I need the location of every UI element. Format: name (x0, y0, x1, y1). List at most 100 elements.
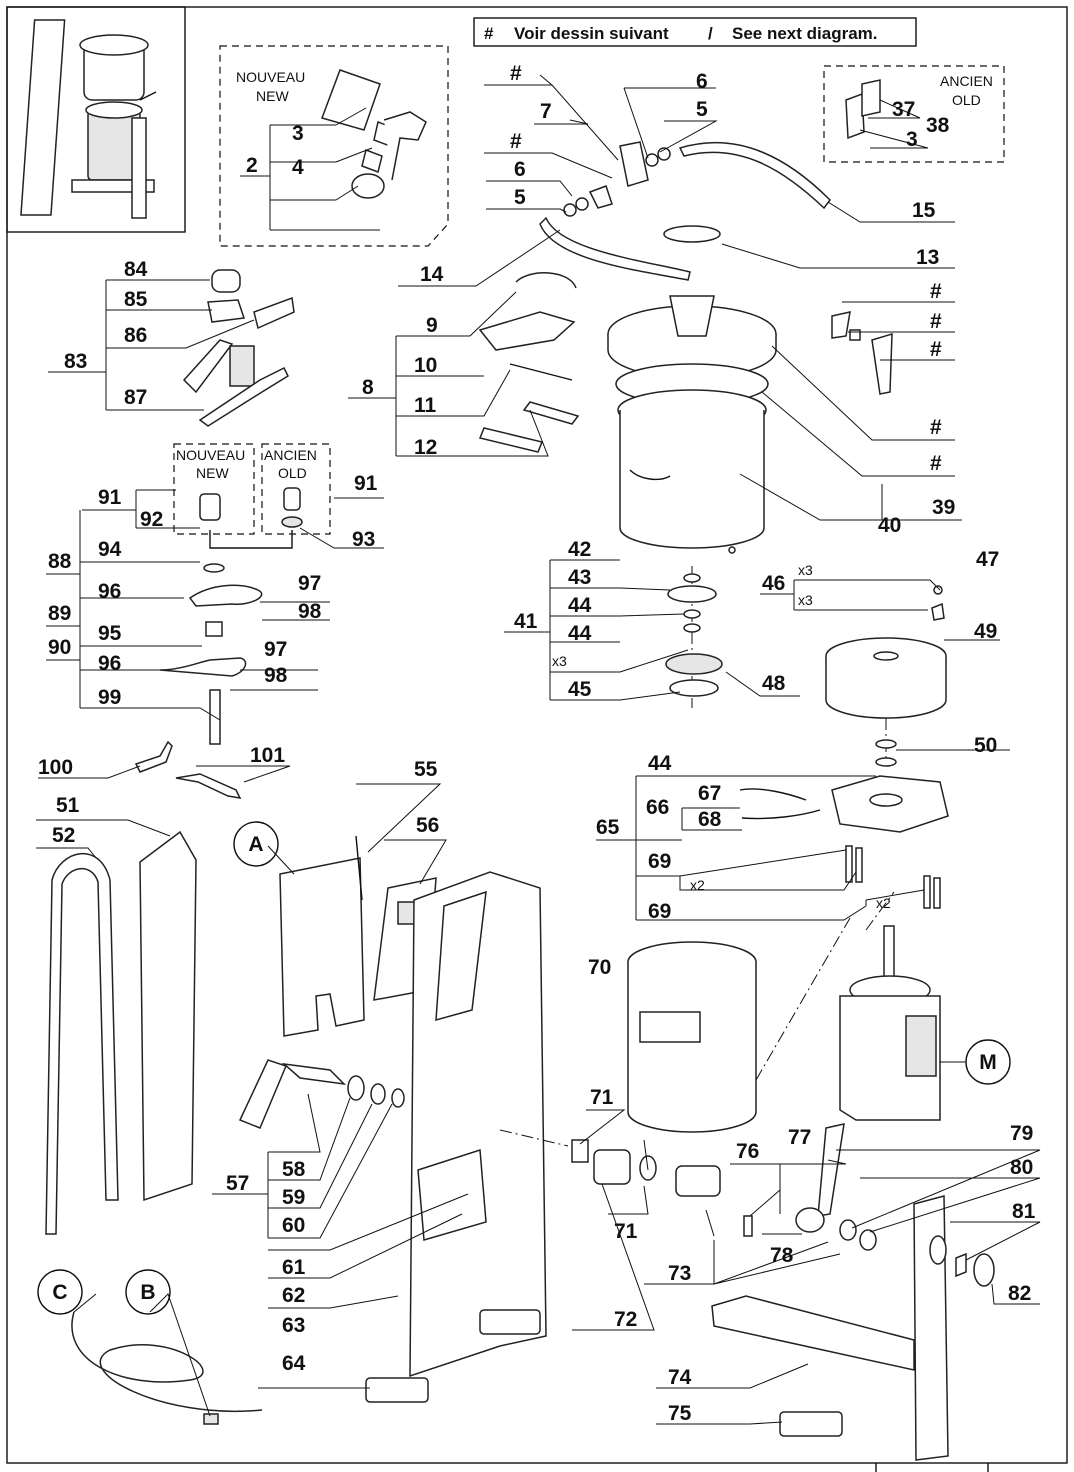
label-hash: # (510, 130, 522, 153)
label-9: 9 (426, 314, 438, 337)
callout-b: B (125, 1269, 171, 1315)
label-56: 56 (416, 814, 439, 837)
knife-blades (134, 563, 263, 799)
svg-text:C: C (52, 1281, 67, 1304)
label-6: 6 (514, 158, 526, 181)
tube-connector-part (619, 141, 649, 187)
label-48: 48 (762, 672, 786, 695)
machine-thumbnail (6, 6, 186, 233)
callout-a: A (233, 821, 279, 867)
svg-text:A: A (248, 833, 263, 856)
label-49: 49 (974, 620, 997, 643)
label-79: 79 (1010, 1122, 1033, 1145)
label-3: 3 (292, 122, 304, 145)
power-cable (71, 1311, 263, 1412)
old-switch-group: ANCIEN OLD (823, 65, 1005, 163)
label-91: 91 (354, 472, 378, 495)
foot-pad-64 (365, 1377, 429, 1403)
label-62: 62 (282, 1284, 305, 1307)
microswitch-part (361, 149, 383, 173)
knife-hub-groups: NOUVEAU NEW ANCIEN OLD (173, 443, 331, 549)
label-hash: # (930, 338, 942, 361)
label-78: 78 (770, 1244, 794, 1267)
label-89: 89 (48, 602, 71, 625)
bowl-assembly (539, 141, 893, 554)
label-40: 40 (878, 514, 901, 537)
label-58: 58 (282, 1158, 306, 1181)
label-8: 8 (362, 376, 374, 399)
label-99: 99 (98, 686, 121, 709)
motor-housing-49 (825, 637, 947, 767)
label-96: 96 (98, 580, 121, 603)
tube-15-part (678, 141, 831, 210)
label-38: 38 (926, 114, 950, 137)
svg-text:M: M (979, 1051, 997, 1074)
callout-c: C (37, 1269, 83, 1315)
qty-x2-a: x2 (690, 877, 705, 893)
tilt-handle-57 (238, 1059, 405, 1129)
label-67: 67 (698, 782, 721, 805)
label-2: 2 (246, 154, 258, 177)
label-45: 45 (568, 678, 592, 701)
label-94: 94 (98, 538, 122, 561)
old-top-label-fr: ANCIEN (940, 73, 993, 89)
label-42: 42 (568, 538, 591, 561)
foot-pad-75 (779, 1411, 843, 1437)
label-96: 96 (98, 652, 121, 675)
label-hash: # (510, 62, 522, 85)
label-hash: # (930, 416, 942, 439)
label-hash: # (930, 452, 942, 475)
label-69: 69 (648, 900, 671, 923)
label-39: 39 (932, 496, 955, 519)
side-panel-51 (139, 830, 197, 1202)
new-lid-group: NOUVEAU NEW (219, 45, 449, 247)
label-14: 14 (420, 263, 444, 286)
qty-x2-b: x2 (876, 895, 891, 911)
support-plate-65 (739, 775, 949, 909)
label-12: 12 (414, 436, 437, 459)
label-43: 43 (568, 566, 591, 589)
label-41: 41 (514, 610, 538, 633)
scraper-group (478, 272, 580, 453)
label-100: 100 (38, 756, 73, 779)
label-75: 75 (668, 1402, 692, 1425)
label-47: 47 (976, 548, 999, 571)
svg-text:B: B (140, 1281, 155, 1304)
label-60: 60 (282, 1214, 305, 1237)
cam-part (351, 173, 385, 199)
label-97: 97 (298, 572, 321, 595)
pivot-shaft (499, 1129, 721, 1197)
label-hash: # (930, 280, 942, 303)
label-64: 64 (282, 1352, 306, 1375)
knife-assembly-83 (182, 269, 295, 427)
label-70: 70 (588, 956, 611, 979)
title-block-stub (875, 1463, 989, 1472)
new-top-label-fr: NOUVEAU (236, 69, 305, 85)
label-77: 77 (788, 1126, 811, 1149)
label-46: 46 (762, 572, 785, 595)
tilt-lever (743, 1123, 877, 1251)
label-37: 37 (892, 98, 915, 121)
tube-14-part (539, 216, 691, 281)
header-note: # Voir dessin suivant / See next diagram… (473, 17, 917, 47)
label-71: 71 (590, 1086, 614, 1109)
label-50: 50 (974, 734, 997, 757)
label-7: 7 (540, 100, 552, 123)
label-72: 72 (614, 1308, 637, 1331)
label-81: 81 (1012, 1200, 1036, 1223)
label-15: 15 (912, 199, 936, 222)
label-91: 91 (98, 486, 122, 509)
gasket-plate-part (321, 69, 381, 131)
bowl-part (619, 410, 765, 549)
note-text-fr: Voir dessin suivant (514, 24, 669, 43)
label-98: 98 (298, 600, 322, 623)
label-86: 86 (124, 324, 147, 347)
label-84: 84 (124, 258, 148, 281)
label-55: 55 (414, 758, 438, 781)
label-95: 95 (98, 622, 122, 645)
label-97: 97 (264, 638, 287, 661)
label-93: 93 (352, 528, 375, 551)
label-73: 73 (668, 1262, 691, 1285)
base-frame-74 (711, 1195, 995, 1461)
